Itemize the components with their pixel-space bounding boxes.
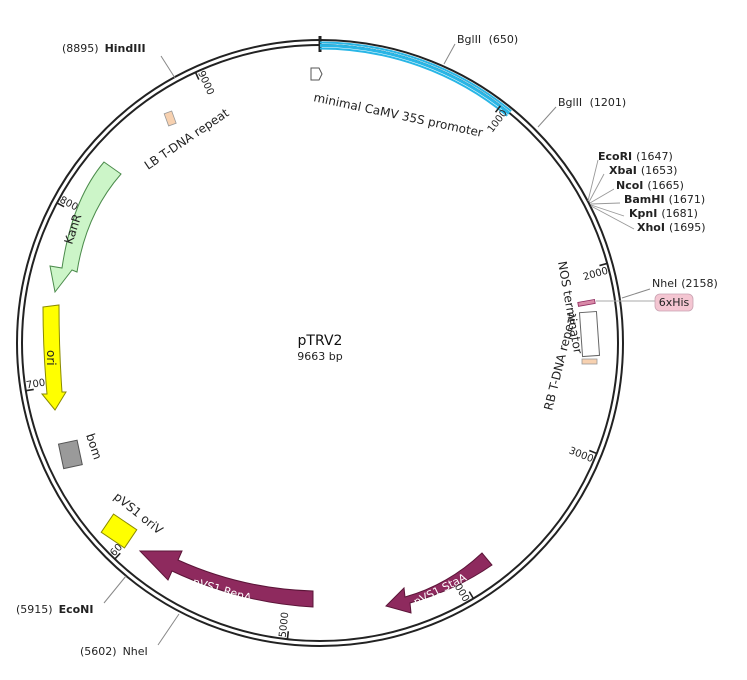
site-kpni: KpnI(1681) — [629, 207, 698, 220]
tick-label: 1000 — [486, 108, 510, 135]
tick-mark — [25, 388, 34, 392]
promoter-arc-band — [319, 44, 511, 115]
tick-mark — [468, 591, 475, 599]
promoter-arrow-icon — [310, 67, 323, 81]
promoter-label: minimal CaMV 35S promoter — [312, 90, 484, 140]
site-name: BglII — [457, 33, 481, 46]
mcs-leaders — [587, 159, 635, 230]
lb-repeat-label: LB T-DNA repeat — [142, 106, 232, 173]
lb-repeat-block — [163, 110, 177, 127]
bom-label: bom — [83, 432, 105, 462]
site-hindiii-8895: (8895)HindIII — [62, 42, 146, 55]
tick-label: 5000 — [278, 612, 292, 639]
site-nhei-2158: NheI(2158) — [652, 277, 718, 290]
site-leader-econi-5915 — [103, 575, 127, 604]
tick-mark — [599, 262, 608, 267]
site-leader-nhei-5602 — [157, 613, 180, 646]
tick-mark — [589, 449, 598, 455]
his-tag-badge — [654, 293, 694, 312]
site-bamhi: BamHI(1671) — [624, 193, 705, 206]
tick-mark — [114, 552, 121, 560]
plasmid-name: pTRV2 — [298, 333, 343, 349]
promoter-arc-band — [319, 41, 512, 112]
his-marker — [577, 299, 596, 307]
bom-block — [57, 439, 83, 470]
site-name: BglII — [558, 96, 582, 109]
site-econi-5915: (5915)EcoNI — [16, 603, 93, 616]
tick-label: 3000 — [567, 445, 595, 465]
tick-label: 9000 — [195, 69, 216, 97]
site-leader-nhei-2158 — [621, 288, 651, 299]
ori-arrow — [40, 304, 67, 411]
site-xhoi: XhoI(1695) — [637, 221, 706, 234]
site-nhei-5602: (5602)NheI — [80, 645, 148, 658]
tick-mark — [56, 202, 65, 208]
site-ncoi: NcoI(1665) — [616, 179, 684, 192]
staa-arrow — [385, 552, 493, 614]
oriv-block — [100, 513, 138, 549]
site-num: (650) — [489, 33, 519, 46]
plasmid-size: 9663 bp — [297, 350, 342, 363]
repa-arrow — [138, 550, 314, 608]
tick-mark — [194, 71, 200, 80]
his-tag-label: 6xHis — [659, 296, 690, 309]
tick-mark — [494, 105, 502, 113]
site-bglii-650: BglII (650) — [457, 33, 518, 46]
rb-repeat-block — [581, 358, 598, 365]
site-bglii-1201: BglII (1201) — [558, 96, 626, 109]
ori-label: ori — [44, 350, 58, 366]
rb-repeat-label: RB T-DNA repeat — [541, 311, 579, 412]
site-leader-bglii-1201 — [537, 106, 557, 128]
site-ecori: EcoRI(1647) — [598, 150, 673, 163]
site-xbai: XbaI(1653) — [609, 164, 677, 177]
promoter-arc-band — [319, 47, 508, 117]
tick-mark — [286, 631, 290, 640]
site-leader-hindiii-8895 — [160, 55, 176, 79]
kanr-arrow — [49, 161, 122, 294]
site-num: (1201) — [590, 96, 627, 109]
tick-label: 2000 — [582, 266, 609, 283]
site-leader-bglii-650 — [443, 43, 456, 65]
nos-block — [578, 310, 601, 358]
promoter-arc — [319, 41, 512, 117]
